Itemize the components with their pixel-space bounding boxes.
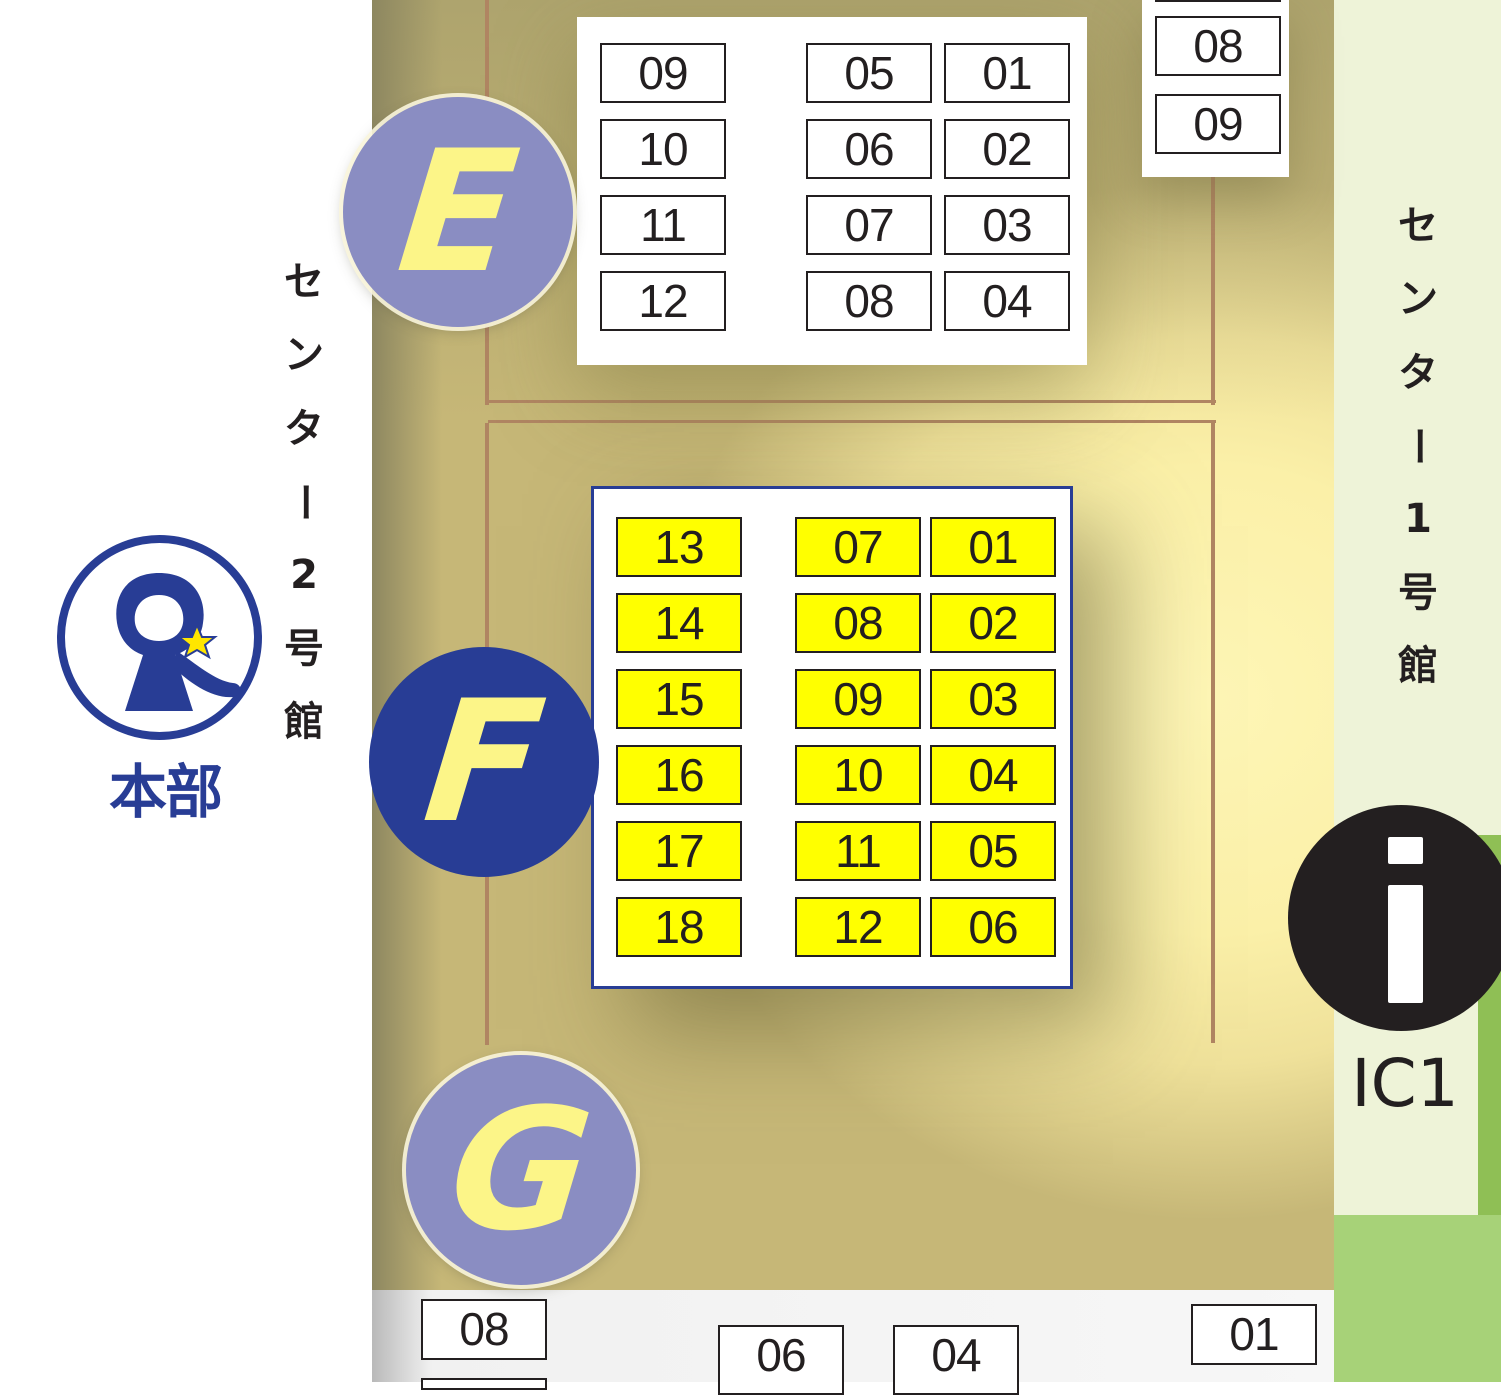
booth-f[interactable]: 07	[795, 517, 921, 577]
booth-e[interactable]: 03	[944, 195, 1070, 255]
green-area-bottom	[1334, 1215, 1501, 1382]
center2-char: 館	[284, 698, 324, 745]
booth-f[interactable]: 03	[930, 669, 1056, 729]
center2-char: ー	[281, 481, 327, 522]
booth-f[interactable]: 05	[930, 821, 1056, 881]
booth-bottom[interactable]: 04	[893, 1325, 1019, 1395]
booth-e[interactable]: 01	[944, 43, 1070, 103]
center2-char: 2	[290, 552, 318, 599]
booth-f[interactable]: 12	[795, 897, 921, 957]
booth-e[interactable]: 10	[600, 119, 726, 179]
booth-e[interactable]: 06	[806, 119, 932, 179]
center1-char: 館	[1398, 642, 1438, 689]
booth-f[interactable]: 06	[930, 897, 1056, 957]
zone-g-marker[interactable]: G	[406, 1055, 636, 1285]
booth-f[interactable]: 17	[616, 821, 742, 881]
booth-e[interactable]: 12	[600, 271, 726, 331]
info-label: IC1	[1351, 1045, 1459, 1122]
booth-e[interactable]: 11	[600, 195, 726, 255]
center2-char: 号	[284, 625, 324, 672]
booth-bottom[interactable]: 01	[1191, 1304, 1317, 1365]
booth-f[interactable]: 18	[616, 897, 742, 957]
zone-e-letter: E	[390, 114, 526, 310]
center2-label: セ ン タ ー 2 号 館	[278, 262, 330, 742]
booth-e[interactable]: 05	[806, 43, 932, 103]
center2-char: タ	[284, 405, 324, 452]
hq-marker[interactable]	[57, 535, 262, 740]
zone-f-letter: F	[416, 664, 552, 860]
center2-char: セ	[284, 259, 324, 305]
info-icon	[1388, 837, 1423, 864]
booth-f[interactable]: 08	[795, 593, 921, 653]
booth-e[interactable]: 08	[806, 271, 932, 331]
booth-f[interactable]: 04	[930, 745, 1056, 805]
info-icon-bar	[1388, 885, 1423, 1003]
center2-char: ン	[284, 332, 324, 379]
booth-f[interactable]: 10	[795, 745, 921, 805]
booth-f[interactable]: 13	[616, 517, 742, 577]
booth-f[interactable]: 14	[616, 593, 742, 653]
zone-f-marker[interactable]: F	[369, 647, 599, 877]
center1-char: セ	[1398, 203, 1438, 249]
booth-e[interactable]: 04	[944, 271, 1070, 331]
center1-building	[1334, 0, 1501, 1382]
booth-f[interactable]: 09	[795, 669, 921, 729]
hq-label: 本部	[108, 758, 223, 826]
booth-e[interactable]: 09	[600, 43, 726, 103]
center1-char: ー	[1395, 425, 1441, 466]
booth-f[interactable]: 02	[930, 593, 1056, 653]
booth-top-right[interactable]: 09	[1155, 94, 1281, 154]
center1-char: タ	[1398, 349, 1438, 396]
hq-mascot-icon	[116, 573, 241, 711]
zone-g-letter: G	[441, 1072, 601, 1268]
aisle-line	[488, 420, 1216, 423]
booth-bottom[interactable]: 06	[718, 1325, 844, 1395]
star-icon	[176, 622, 218, 660]
booth-partial	[1155, 0, 1281, 2]
booth-f[interactable]: 15	[616, 669, 742, 729]
booth-top-right[interactable]: 08	[1155, 16, 1281, 76]
center1-char: 1	[1404, 496, 1432, 543]
booth-f[interactable]: 16	[616, 745, 742, 805]
booth-partial	[421, 1378, 547, 1390]
center1-char: ン	[1398, 276, 1438, 323]
booth-f[interactable]: 11	[795, 821, 921, 881]
aisle-line	[488, 400, 1216, 403]
aisle-line	[1211, 170, 1215, 405]
center1-label: セ ン タ ー 1 号 館	[1392, 206, 1444, 686]
booth-bottom[interactable]: 08	[421, 1299, 547, 1360]
center1-char: 号	[1398, 569, 1438, 616]
booth-f[interactable]: 01	[930, 517, 1056, 577]
booth-e[interactable]: 07	[806, 195, 932, 255]
aisle-line	[1211, 423, 1215, 1043]
zone-e-marker[interactable]: E	[343, 97, 573, 327]
booth-e[interactable]: 02	[944, 119, 1070, 179]
